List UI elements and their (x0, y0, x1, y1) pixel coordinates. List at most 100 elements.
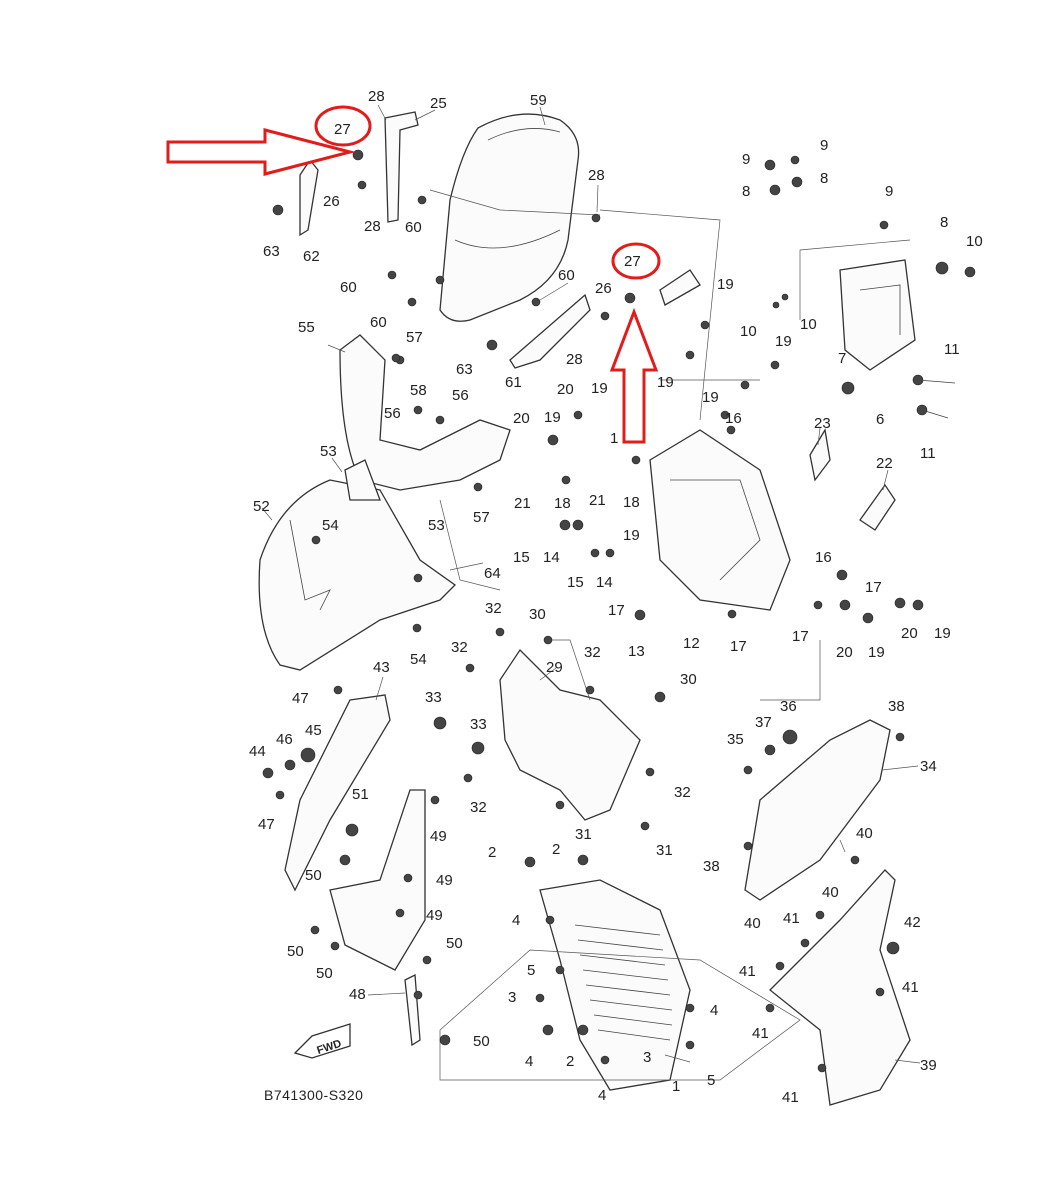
radiator-cover-group (539, 879, 691, 1091)
label-53: 53 (428, 517, 445, 534)
label-7: 7 (838, 350, 846, 367)
label-17: 17 (608, 602, 625, 619)
label-28: 28 (566, 351, 583, 368)
label-19: 19 (657, 374, 674, 391)
label-12: 12 (683, 635, 700, 652)
bracket-23 (809, 428, 831, 482)
part-labels: 59 28 25 27 26 28 60 63 62 60 60 28 60 2… (249, 88, 983, 1106)
label-13: 13 (628, 643, 645, 660)
label-39: 39 (920, 1057, 937, 1074)
label-16: 16 (725, 410, 742, 427)
label-9: 9 (885, 183, 893, 200)
label-36: 36 (780, 698, 797, 715)
label-50: 50 (305, 867, 322, 884)
label-46: 46 (276, 731, 293, 748)
label-28: 28 (588, 167, 605, 184)
label-57: 57 (473, 509, 490, 526)
label-18: 18 (554, 495, 571, 512)
inner-panel-53 (344, 459, 381, 501)
label-4: 4 (525, 1053, 533, 1070)
label-19: 19 (868, 644, 885, 661)
windscreen-group (299, 111, 701, 369)
right-cowl-group (744, 719, 911, 1106)
label-32: 32 (470, 799, 487, 816)
label-4: 4 (512, 912, 520, 929)
label-21: 21 (514, 495, 531, 512)
label-64: 64 (484, 565, 501, 582)
label-2: 2 (566, 1053, 574, 1070)
label-10: 10 (800, 316, 817, 333)
right-stay (659, 269, 701, 306)
meter-bracket-6 (839, 259, 916, 371)
label-41: 41 (782, 1089, 799, 1106)
label-54: 54 (322, 517, 339, 534)
stay-62 (299, 158, 319, 237)
label-51: 51 (352, 786, 369, 803)
label-52: 52 (253, 498, 270, 515)
label-49: 49 (436, 872, 453, 889)
label-50: 50 (316, 965, 333, 982)
highlight-circle-left (314, 105, 372, 147)
label-56: 56 (384, 405, 401, 422)
label-60: 60 (340, 279, 357, 296)
label-27-highlighted: 27 (624, 253, 641, 270)
inner-panel-29 (499, 648, 641, 821)
label-18: 18 (623, 494, 640, 511)
fasteners (262, 149, 976, 1073)
label-40: 40 (744, 915, 761, 932)
label-17: 17 (730, 638, 747, 655)
label-42: 42 (904, 914, 921, 931)
label-58: 58 (410, 382, 427, 399)
label-62: 62 (303, 248, 320, 265)
label-3: 3 (643, 1049, 651, 1066)
left-stay-bracket (384, 111, 419, 223)
label-33: 33 (470, 716, 487, 733)
label-50: 50 (287, 943, 304, 960)
label-29: 29 (546, 659, 563, 676)
label-9: 9 (742, 151, 750, 168)
label-60: 60 (405, 219, 422, 236)
deflector-61 (509, 293, 591, 369)
label-6: 6 (876, 411, 884, 428)
center-stay-group (649, 259, 916, 611)
label-25: 25 (430, 95, 447, 112)
label-20: 20 (513, 410, 530, 427)
label-26: 26 (595, 280, 612, 297)
leader-lines (261, 104, 921, 1064)
label-32: 32 (584, 644, 601, 661)
label-37: 37 (755, 714, 772, 731)
label-11: 11 (920, 445, 936, 462)
diagram-code: B741300-S320 (264, 1087, 363, 1103)
label-21: 21 (589, 492, 606, 509)
label-33: 33 (425, 689, 442, 706)
label-38: 38 (888, 698, 905, 715)
label-9: 9 (820, 137, 828, 154)
label-49: 49 (426, 907, 443, 924)
label-55: 55 (298, 319, 315, 336)
label-47: 47 (258, 816, 275, 833)
label-63: 63 (456, 361, 473, 378)
label-22: 22 (876, 455, 893, 472)
red-arrow-up-icon (609, 307, 659, 444)
label-19: 19 (934, 625, 951, 642)
label-8: 8 (940, 214, 948, 231)
red-highlights (166, 105, 661, 444)
label-57: 57 (406, 329, 423, 346)
windscreen (439, 113, 580, 322)
label-27-highlighted: 27 (334, 121, 351, 138)
label-50: 50 (473, 1033, 490, 1050)
label-41: 41 (752, 1025, 769, 1042)
label-47: 47 (292, 690, 309, 707)
label-19: 19 (717, 276, 734, 293)
label-10: 10 (740, 323, 757, 340)
label-1: 1 (610, 430, 618, 447)
label-31: 31 (575, 826, 592, 843)
label-45: 45 (305, 722, 322, 739)
side-panel-48 (329, 789, 426, 971)
label-38: 38 (703, 858, 720, 875)
label-17: 17 (865, 579, 882, 596)
side-cowl-43 (284, 694, 391, 892)
label-32: 32 (485, 600, 502, 617)
front-cowl-52 (258, 479, 457, 671)
label-43: 43 (373, 659, 390, 676)
